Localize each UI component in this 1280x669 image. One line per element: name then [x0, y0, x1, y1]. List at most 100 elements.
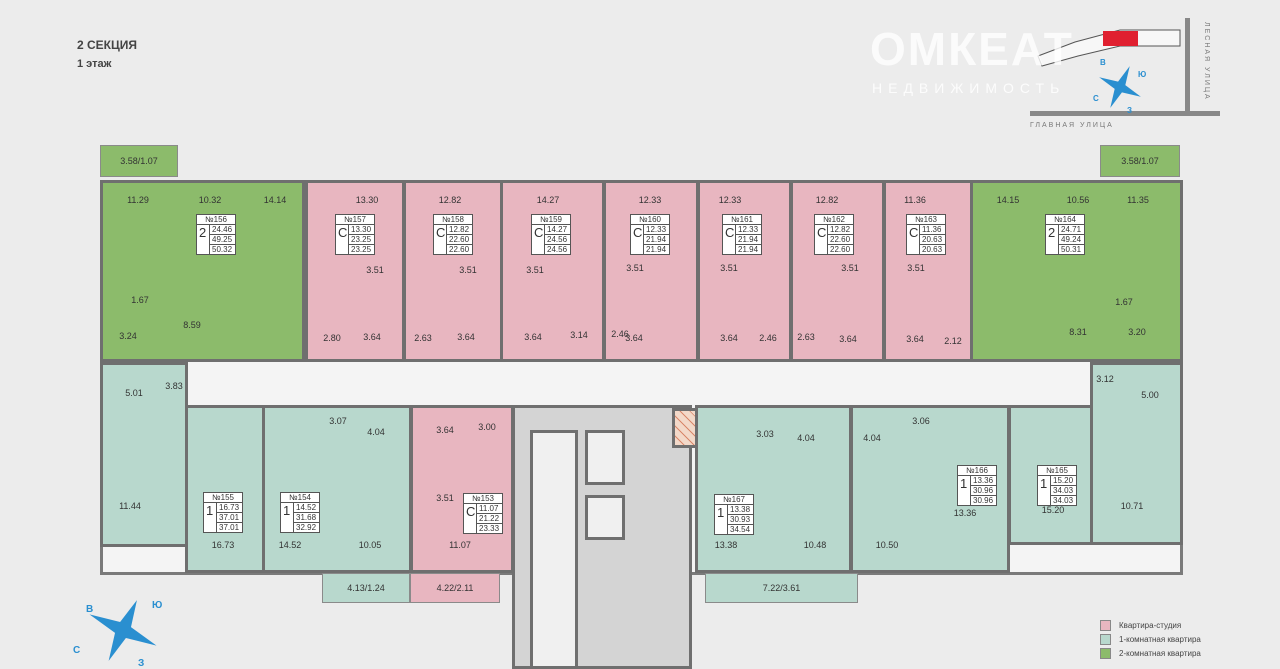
area-value: 30.96	[971, 486, 996, 496]
apartment-area[interactable]	[403, 180, 503, 362]
legend-item: 1-комнатная квартира	[1100, 632, 1201, 646]
room-area-label: 3.51	[720, 263, 738, 273]
apartment-area[interactable]	[695, 405, 852, 573]
apartment-type: 1	[1040, 476, 1048, 491]
room-area-label: 13.38	[714, 540, 738, 550]
room-area-label: 3.14	[570, 330, 588, 340]
room-area-label: 3.03	[756, 429, 774, 439]
room-area-label: 3.20	[1128, 327, 1146, 337]
room-area-label: 5.00	[1141, 390, 1159, 400]
apartment-type: С	[436, 225, 446, 240]
area-value: 37.01	[219, 523, 240, 532]
area-value: 30.93	[728, 515, 753, 525]
area-value: 21.94	[736, 235, 761, 245]
room-area-label: 3.06	[912, 416, 930, 426]
area-value: 16.73	[217, 503, 242, 513]
apartment-number: №167	[715, 495, 753, 505]
room-area-label: 10.32	[198, 195, 222, 205]
apartment-area[interactable]	[500, 180, 605, 362]
main-street	[1030, 111, 1220, 116]
apartment-area[interactable]	[970, 180, 1183, 362]
room-area-label: 2.12	[944, 336, 962, 346]
staircase	[530, 430, 578, 669]
area-value: 21.94	[738, 245, 759, 254]
room-area-label: 3.00	[478, 422, 496, 432]
area-value: 11.36	[920, 225, 945, 235]
room-area-label: 16.73	[211, 540, 235, 550]
apartment-area[interactable]	[262, 405, 412, 573]
room-area-label: 15.20	[1041, 505, 1065, 515]
area-value: 37.01	[217, 513, 242, 523]
elevator-1	[585, 430, 625, 485]
room-area-label: 3.64	[906, 334, 924, 344]
compass-small-e: Ю	[1138, 70, 1147, 79]
apartment-area[interactable]	[603, 180, 699, 362]
legend-swatch	[1100, 647, 1111, 659]
compass-w: С	[73, 645, 81, 656]
apartment-area[interactable]	[305, 180, 405, 362]
room-area-label: 3.64	[720, 333, 738, 343]
room-area-label: 11.07	[449, 540, 471, 550]
room-area-label: 12.33	[718, 195, 742, 205]
room-area-label: 4.04	[797, 433, 815, 443]
apartment-area[interactable]	[697, 180, 792, 362]
apartment-number: №154	[281, 493, 319, 503]
legend-item: Квартира-студия	[1100, 618, 1201, 632]
floor-label: 1 этаж	[77, 58, 112, 70]
apartment-type: 2	[199, 225, 207, 240]
apartment-type: 1	[960, 476, 968, 491]
room-area-label: 14.14	[263, 195, 287, 205]
room-area-label: 11.36	[904, 195, 926, 205]
area-value: 15.20	[1051, 476, 1076, 486]
room-area-label: 8.31	[1069, 327, 1087, 337]
apartment-area[interactable]	[883, 180, 973, 362]
apartment-area[interactable]	[100, 180, 305, 362]
apartment-number: №157	[336, 215, 374, 225]
room-area-label: 12.82	[815, 195, 839, 205]
side-street	[1185, 18, 1190, 116]
apartment-area[interactable]	[1090, 362, 1183, 545]
legend-swatch	[1100, 633, 1111, 645]
building-outline	[1037, 29, 1181, 67]
apartment-number: №153	[464, 494, 502, 504]
room-area-label: 3.51	[436, 493, 454, 503]
side-street-label: ЛЕСНАЯ УЛИЦА	[1203, 22, 1210, 101]
apartment-type: С	[817, 225, 827, 240]
room-area-label: 12.33	[638, 195, 662, 205]
elevator-2	[585, 495, 625, 540]
apartment-area[interactable]	[410, 405, 514, 573]
room-area-label: 3.07	[329, 416, 347, 426]
room-area-label: 2.80	[323, 333, 341, 343]
apartment-type: 1	[717, 505, 725, 520]
area-value: 50.32	[212, 245, 233, 254]
room-area-label: 12.82	[438, 195, 462, 205]
apartment-number: №162	[815, 215, 853, 225]
room-area-label: 3.64	[363, 332, 381, 342]
legend-item: 2-комнатная квартира	[1100, 646, 1201, 660]
room-area-label: 14.15	[996, 195, 1020, 205]
area-value: 23.33	[479, 524, 500, 533]
area-value: 21.22	[477, 514, 502, 524]
room-area-label: 5.01	[125, 388, 143, 398]
compass-small-n: В	[1100, 58, 1106, 67]
